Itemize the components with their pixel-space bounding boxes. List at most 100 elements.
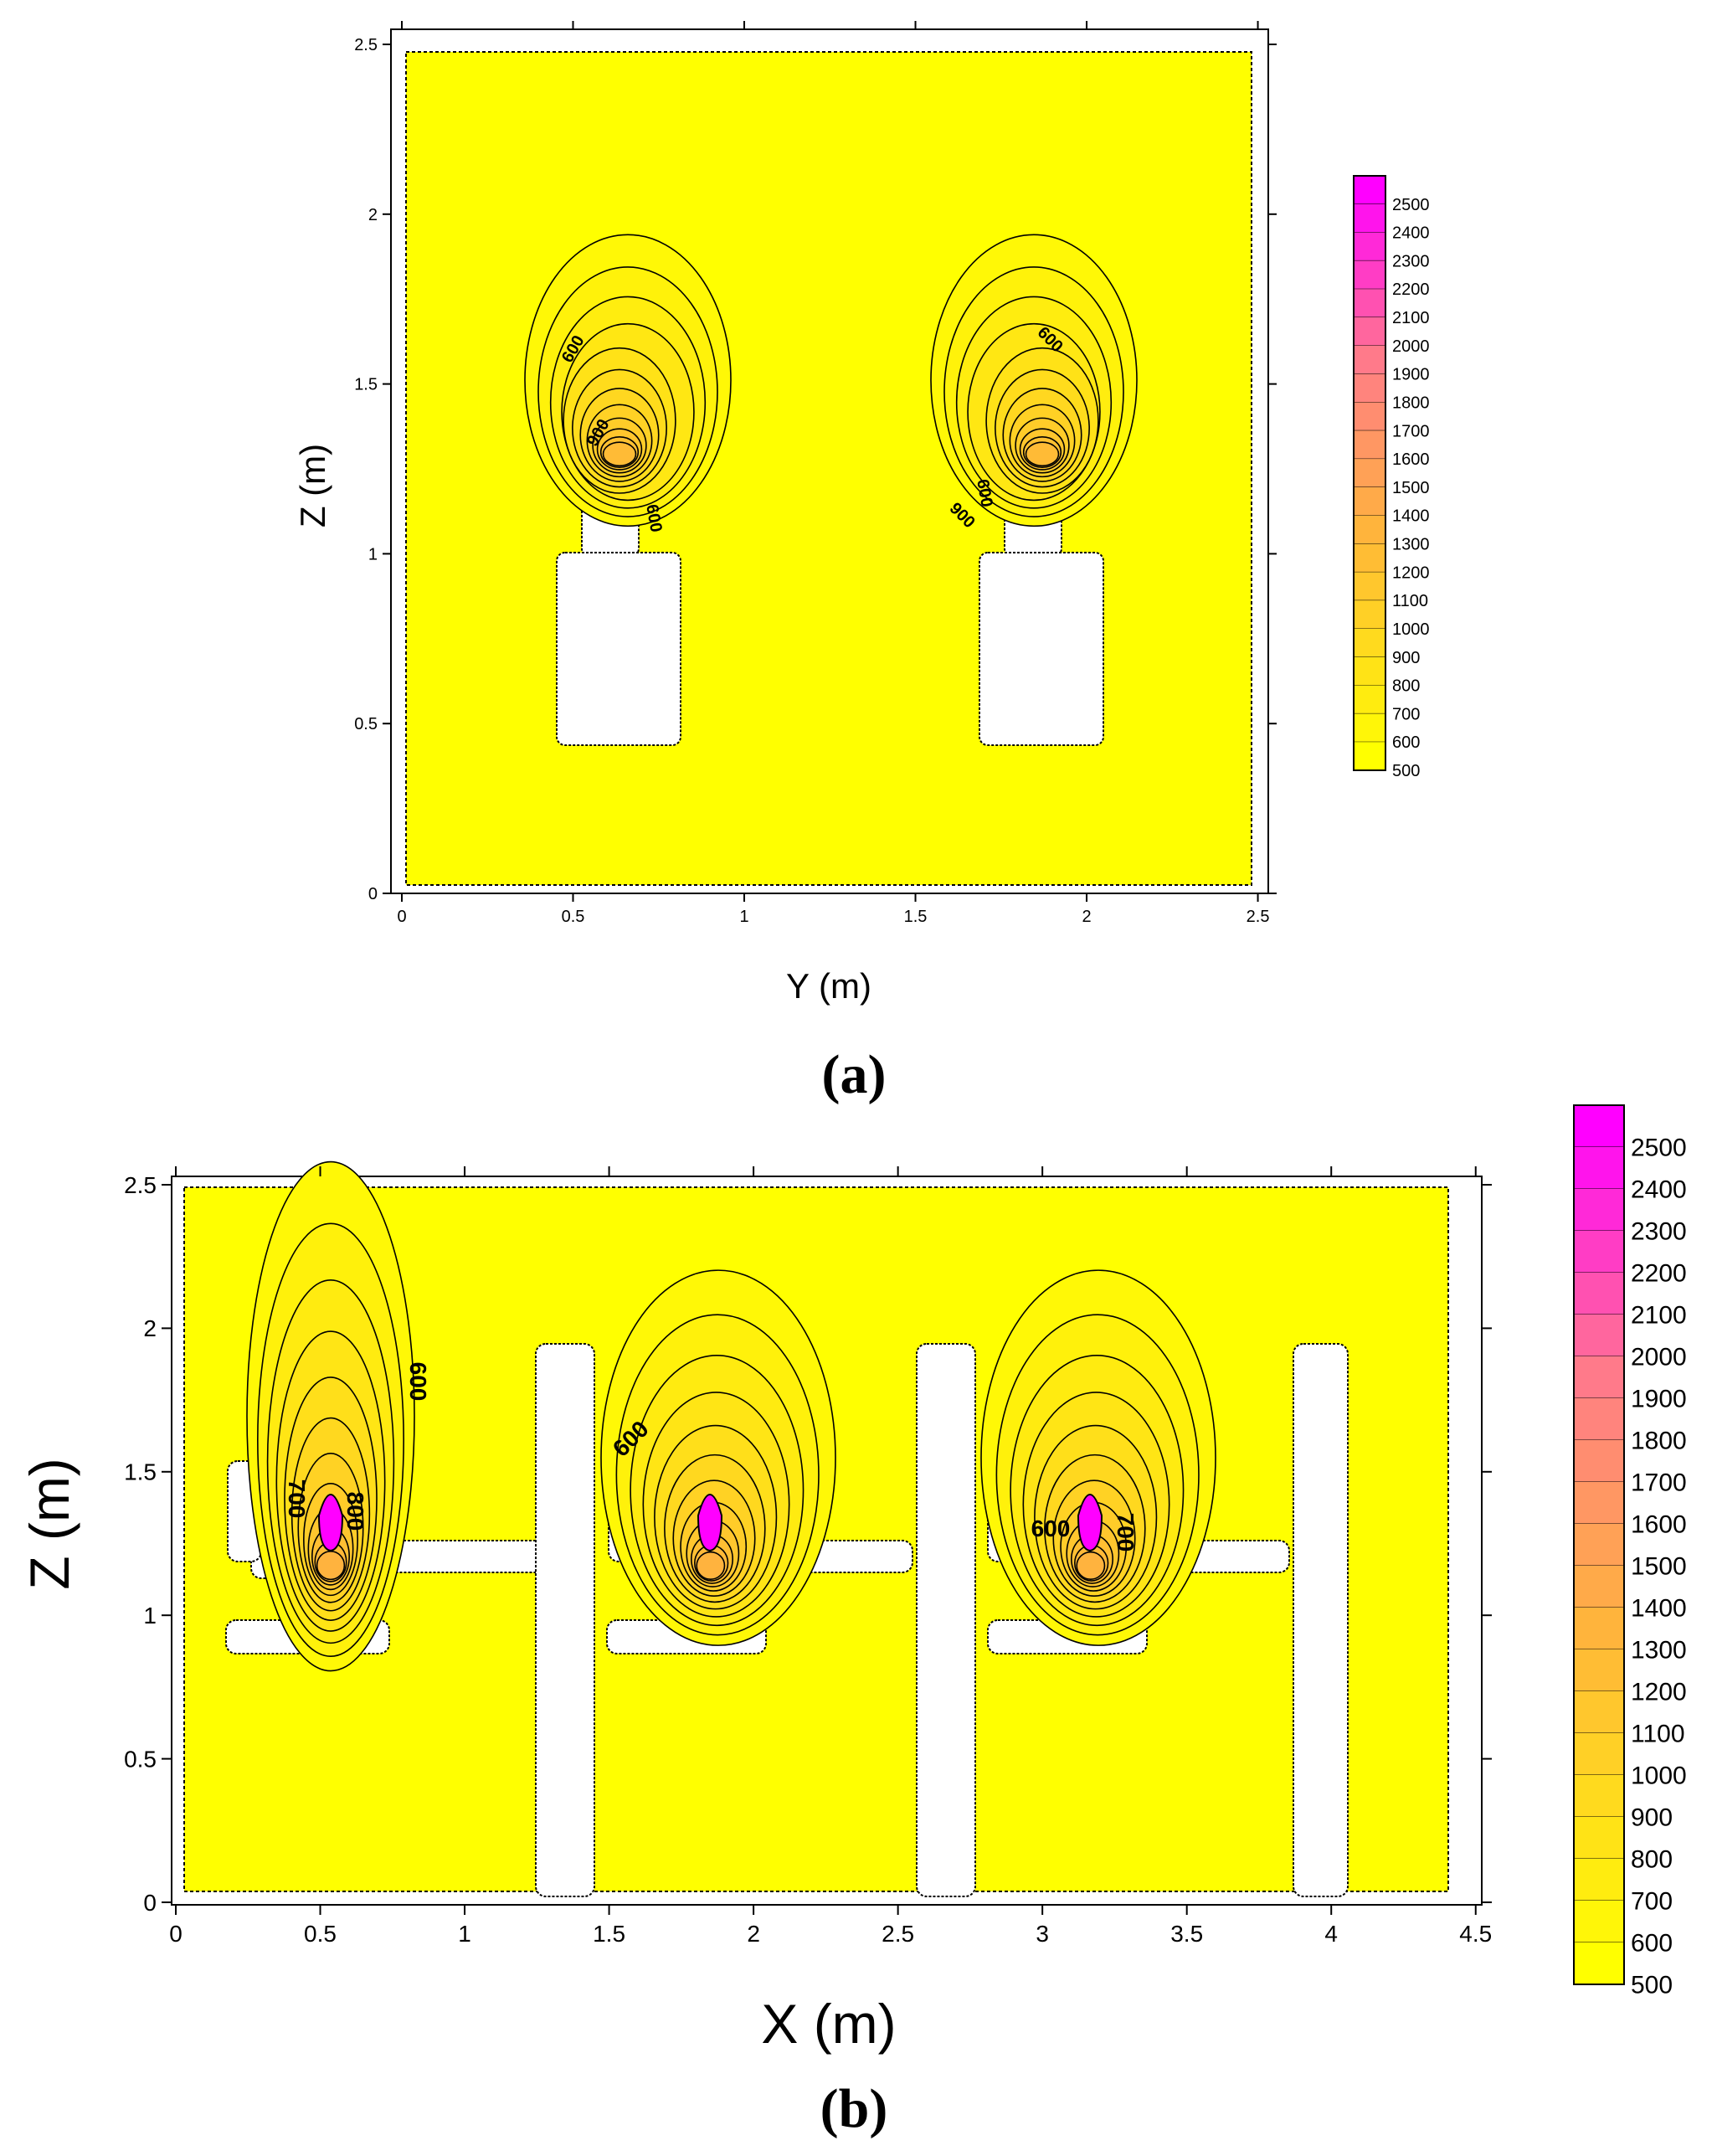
colorbar-label: 1700 xyxy=(1392,422,1430,440)
y-axis-label: Z (m) xyxy=(18,1458,80,1590)
colorbar-label: 2100 xyxy=(1392,309,1430,327)
x-tick-label: 2.5 xyxy=(882,1921,914,1947)
colorbar-label: 1300 xyxy=(1392,536,1430,554)
y-tick-label: 1.5 xyxy=(354,376,378,394)
colorbar-swatch xyxy=(1354,628,1385,658)
colorbar-label: 1900 xyxy=(1392,366,1430,384)
colorbar-label: 2500 xyxy=(1392,196,1430,214)
colorbar-label: 900 xyxy=(1392,649,1420,667)
obstacle-block xyxy=(1293,1343,1349,1897)
x-axis-label: Y (m) xyxy=(786,966,871,1006)
y-tick-label: 2 xyxy=(143,1315,157,1341)
colorbar-swatch xyxy=(1574,1524,1624,1567)
colorbar-swatch xyxy=(1354,685,1385,714)
colorbar-swatch xyxy=(1354,742,1385,771)
colorbar-swatch xyxy=(1574,1105,1624,1148)
colorbar-swatch xyxy=(1354,176,1385,205)
x-tick-label: 2 xyxy=(1082,908,1091,926)
colorbar-swatch xyxy=(1354,543,1385,573)
colorbar-swatch xyxy=(1354,459,1385,488)
x-tick-label: 2 xyxy=(747,1921,760,1947)
x-tick-label: 1.5 xyxy=(904,908,928,926)
contour-label: 700 xyxy=(1113,1513,1139,1552)
x-tick-label: 1 xyxy=(458,1921,471,1947)
colorbar-label: 1300 xyxy=(1631,1637,1687,1665)
colorbar-swatch xyxy=(1574,1315,1624,1357)
colorbar-label: 2300 xyxy=(1392,252,1430,270)
colorbar-label: 600 xyxy=(1631,1930,1673,1958)
colorbar-swatch xyxy=(1354,486,1385,517)
colorbar-swatch xyxy=(1354,203,1385,234)
colorbar-label: 2300 xyxy=(1631,1218,1687,1246)
x-tick-label: 3 xyxy=(1036,1921,1049,1947)
colorbar-label: 600 xyxy=(1392,733,1420,752)
colorbar-swatch xyxy=(1354,656,1385,687)
contour-label: 600 xyxy=(1031,1515,1071,1541)
colorbar-label: 1700 xyxy=(1631,1469,1687,1497)
contour-line xyxy=(1076,1551,1106,1580)
colorbar-frame xyxy=(1353,175,1386,771)
x-tick-label: 0.5 xyxy=(562,908,585,926)
colorbar-swatch xyxy=(1354,515,1385,545)
x-tick-label: 4 xyxy=(1324,1921,1338,1947)
contour-line xyxy=(1025,441,1060,467)
colorbar-swatch xyxy=(1574,1398,1624,1441)
y-tick-label: 1 xyxy=(143,1603,157,1629)
panel-label: (b) xyxy=(820,2078,888,2139)
x-tick-label: 1.5 xyxy=(593,1921,625,1947)
colorbar-swatch xyxy=(1574,1691,1624,1734)
x-axis-label: X (m) xyxy=(761,1993,896,2055)
hot-core xyxy=(1077,1494,1103,1552)
y-axis-ticks: 00.511.522.5 xyxy=(354,36,1277,903)
colorbar-swatch xyxy=(1354,402,1385,431)
y-tick-label: 0.5 xyxy=(354,715,378,733)
contour-lines xyxy=(246,1160,1216,1672)
temperature-field xyxy=(405,51,1252,886)
colorbar-label: 1500 xyxy=(1392,479,1430,497)
colorbar-swatch xyxy=(1574,1231,1624,1274)
colorbar-label: 700 xyxy=(1392,705,1420,723)
obstacle-block xyxy=(535,1343,595,1897)
x-tick-label: 1 xyxy=(739,908,748,926)
colorbar-label: 1600 xyxy=(1631,1511,1687,1539)
colorbar-swatch xyxy=(1354,373,1385,403)
contour-label: 600 xyxy=(405,1362,431,1402)
colorbar-label: 1200 xyxy=(1631,1679,1687,1706)
hot-core xyxy=(317,1494,344,1552)
y-tick-label: 0 xyxy=(143,1890,157,1916)
colorbar-swatch xyxy=(1354,572,1385,601)
colorbar-label: 1900 xyxy=(1631,1386,1687,1413)
obstacle-block xyxy=(979,552,1104,746)
x-tick-label: 2.5 xyxy=(1247,908,1270,926)
colorbar-swatch xyxy=(1574,1189,1624,1232)
contour-lines xyxy=(524,234,1138,527)
colorbar-swatch xyxy=(1574,1817,1624,1860)
colorbar-swatch xyxy=(1574,1775,1624,1818)
colorbar-swatch xyxy=(1354,232,1385,261)
colorbar-label: 500 xyxy=(1631,1972,1673,1999)
colorbar-label: 2000 xyxy=(1631,1344,1687,1371)
colorbar-swatch xyxy=(1354,430,1385,460)
colorbar-swatch xyxy=(1574,1482,1624,1525)
colorbar-swatch xyxy=(1574,1649,1624,1692)
x-tick-label: 0 xyxy=(169,1921,182,1947)
colorbar-swatch xyxy=(1574,1942,1624,1985)
colorbar-label: 700 xyxy=(1631,1888,1673,1916)
colorbar-swatch xyxy=(1574,1733,1624,1776)
colorbar-label: 500 xyxy=(1392,762,1420,780)
contour-label: 700 xyxy=(284,1479,310,1519)
colorbar-swatch xyxy=(1354,345,1385,375)
y-tick-label: 2.5 xyxy=(124,1172,157,1198)
y-tick-label: 0 xyxy=(368,885,378,903)
colorbar-label: 2000 xyxy=(1392,337,1430,356)
colorbar-swatch xyxy=(1574,1273,1624,1315)
colorbar-label: 1100 xyxy=(1392,592,1428,610)
colorbar-swatch xyxy=(1574,1147,1624,1190)
y-tick-label: 0.5 xyxy=(124,1746,157,1772)
colorbar-label: 1800 xyxy=(1392,394,1430,412)
colorbar-frame xyxy=(1573,1104,1625,1985)
x-tick-label: 3.5 xyxy=(1170,1921,1203,1947)
